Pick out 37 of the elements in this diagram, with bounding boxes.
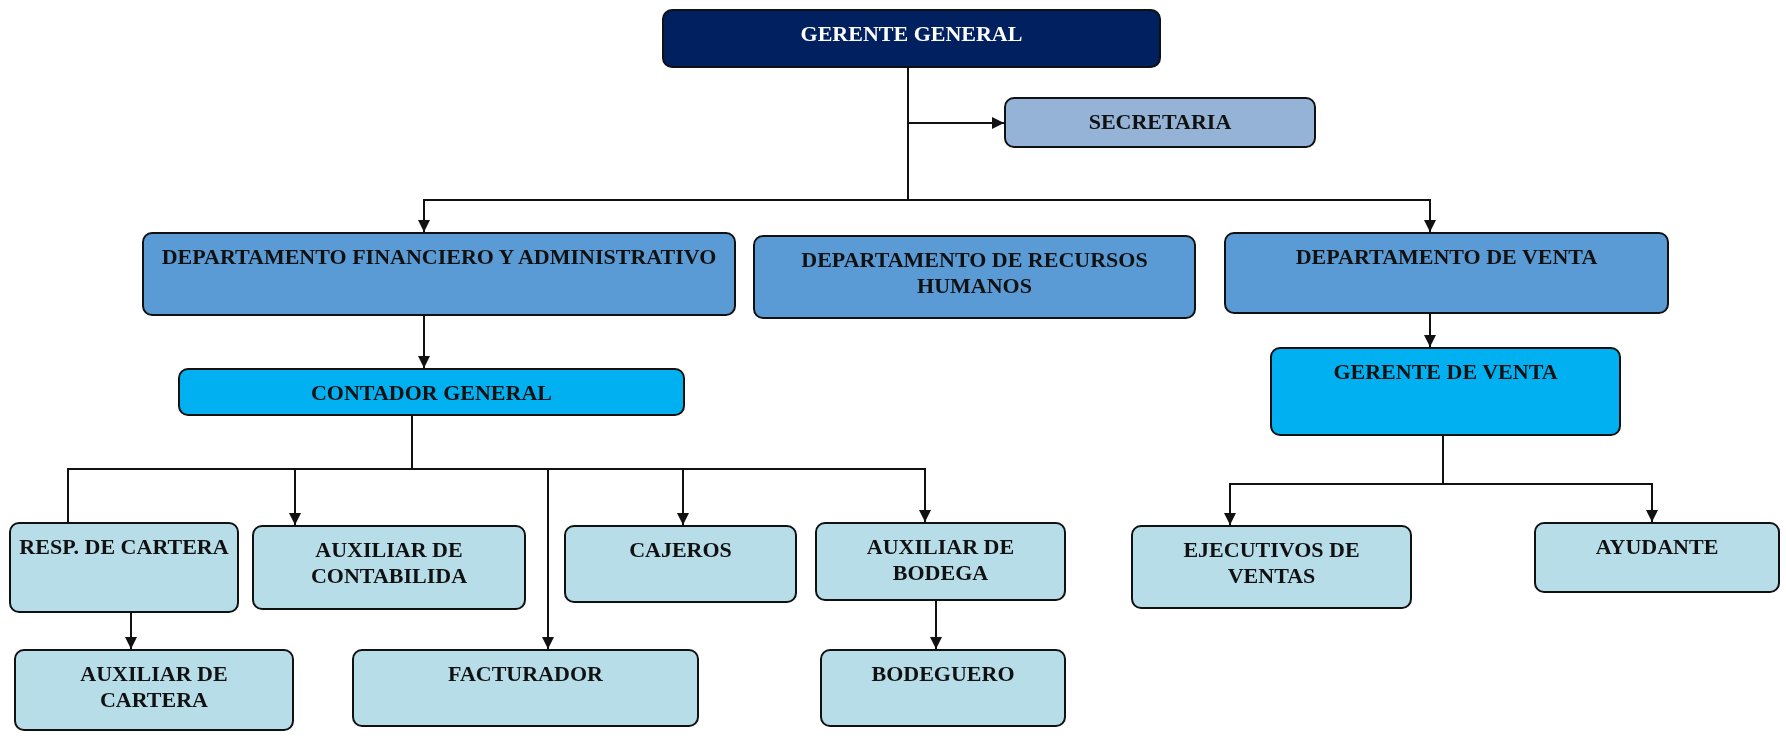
box-label: AUXILIAR DE CONTABILIDA [309,537,469,590]
org-box [1224,232,1669,314]
box-label: FACTURADOR [448,661,603,688]
box-label: BODEGUERO [871,661,1015,688]
org-box [1534,522,1780,593]
box-label: CAJEROS [629,537,732,564]
org-box [1270,347,1621,436]
org-box [14,649,294,731]
box-label: AYUDANTE [1595,534,1719,561]
org-box [1004,97,1316,148]
org-box [352,649,699,727]
org-box [178,368,685,416]
box-label: DEPARTAMENTO DE RECURSOS HUMANOS [800,247,1149,300]
arrow [1424,313,1436,348]
arrow [930,600,942,650]
org-box [142,232,736,316]
org-box [820,649,1066,727]
org-box [9,522,239,613]
box-label: GERENTE GENERAL [800,21,1023,48]
box-label: SECRETARIA [1088,109,1232,136]
org-box [1131,525,1412,609]
arrow [418,315,430,369]
box-label: EJECUTIVOS DE VENTAS [1182,537,1361,590]
org-box [815,522,1066,601]
org-box [564,525,797,603]
arrow [1442,435,1658,523]
header-box [662,9,1161,68]
box-label: DEPARTAMENTO FINANCIERO Y ADMINISTRATIVO [161,244,717,271]
box-label: DEPARTAMENTO DE VENTA [1295,244,1598,271]
box-label: GERENTE DE VENTA [1333,359,1558,386]
org-box [753,235,1196,319]
box-label: CONTADOR GENERAL [311,380,552,407]
org-box [252,525,526,610]
arrow [125,612,137,650]
box-label: RESP. DE CARTERA [19,534,229,561]
box-label: AUXILIAR DE BODEGA [865,534,1016,587]
box-label: AUXILIAR DE CARTERA [79,661,229,714]
